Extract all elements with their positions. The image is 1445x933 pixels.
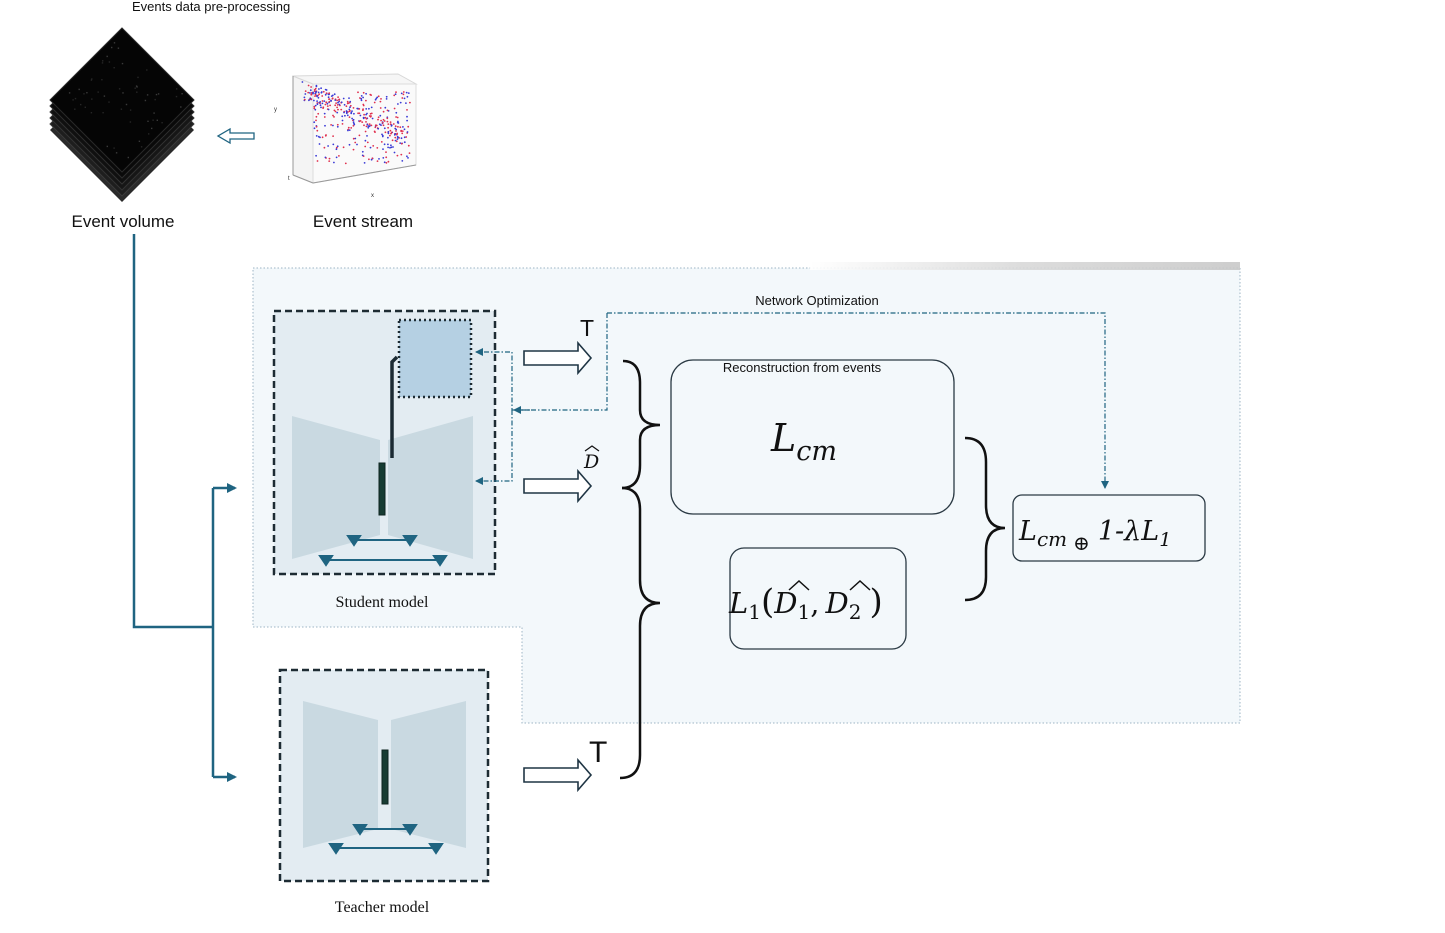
input-feed-lines [132,234,237,782]
optimization-feedback-lines [475,312,1109,489]
teacher-model [278,668,490,883]
event-stream-label: Event stream [313,212,413,231]
teacher-output-t: T [589,736,607,769]
student-output-d: D [583,445,600,473]
final-loss: Lcm⊕1-λL1 [1018,516,1171,555]
stream-axis-t: t [288,176,290,182]
event-volume-label: Event volume [72,212,175,231]
stream-axis-y: y [274,107,277,113]
final-loss-box: Lcm⊕1-λL1 [1012,494,1206,562]
event-stream-plot: y t x [274,73,418,199]
student-output-t: T [580,315,594,341]
loss-l1: L1(D1,D2) [728,582,883,624]
teacher-model-label: Teacher model [335,899,430,916]
reconstruction-loss-box: Reconstruction from events Lcm [670,359,955,515]
loss-combine-brace [964,436,1006,602]
outputs-brace [619,359,661,780]
event-volume-icon [49,27,195,202]
loss-cm: Lcm [770,416,837,467]
student-head-box [397,318,473,399]
student-model [272,309,497,576]
l1-loss-box: L1(D1,D2) [728,547,907,650]
network-optimization-label: Network Optimization [755,293,879,308]
svg-text:D: D [583,451,599,473]
preprocessing-title: Events data pre-processing [132,0,290,14]
output-arrows [523,340,593,793]
stream-axis-x: x [371,193,374,199]
reconstruction-label: Reconstruction from events [723,360,882,375]
student-model-label: Student model [336,594,429,611]
stream-to-volume-arrow [216,127,255,145]
student-bottleneck [378,462,386,516]
teacher-bottleneck [381,749,389,805]
